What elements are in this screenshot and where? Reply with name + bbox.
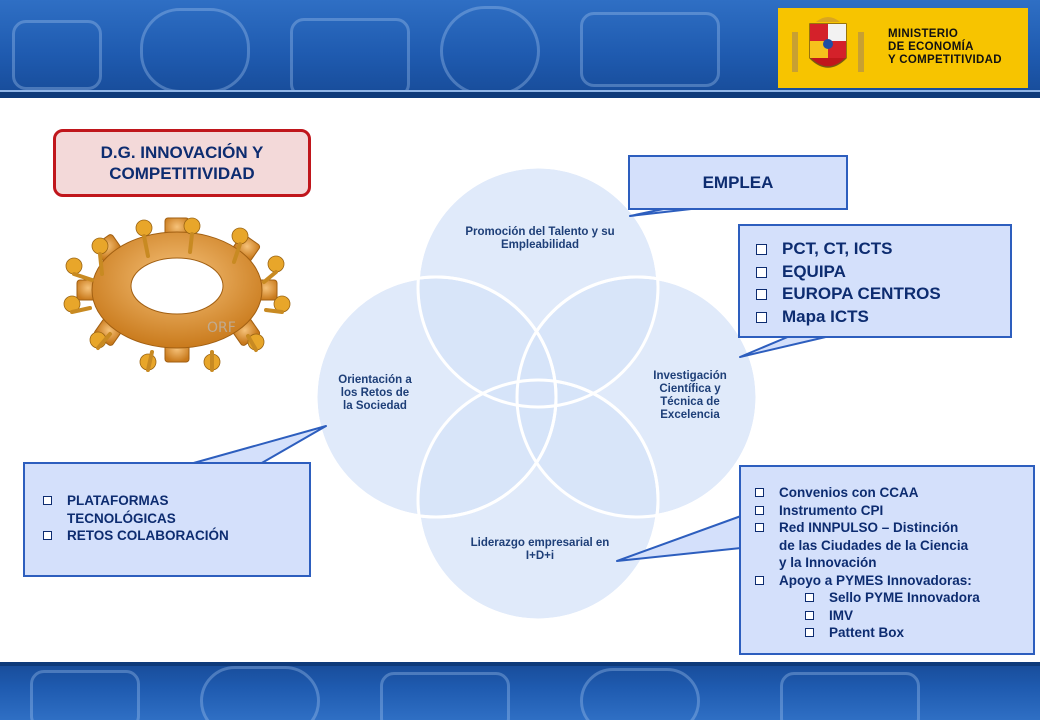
checkbox-bullet-icon bbox=[756, 289, 767, 300]
checkbox-bullet-icon bbox=[805, 593, 814, 602]
ministry-line-3: Y COMPETITIVIDAD bbox=[888, 54, 1002, 66]
checkbox-bullet-icon bbox=[755, 488, 764, 497]
dg-title-line-2: COMPETITIVIDAD bbox=[109, 164, 255, 183]
emplea-callout: EMPLEA bbox=[628, 155, 848, 210]
checkbox-bullet-icon bbox=[756, 266, 767, 278]
crest-decoration bbox=[290, 18, 410, 98]
dg-title-box: D.G. INNOVACIÓN Y COMPETITIVIDAD bbox=[53, 129, 311, 197]
header-banner: MINISTERIO DE ECONOMÍA Y COMPETITIVIDAD bbox=[0, 0, 1040, 98]
checkbox-bullet-icon bbox=[805, 610, 814, 620]
checkbox-bullet-icon bbox=[756, 244, 767, 255]
list-item: RETOS COLABORACIÓN bbox=[39, 527, 309, 545]
coat-of-arms-icon bbox=[792, 17, 864, 72]
list-item: PCT, CT, ICTS bbox=[752, 238, 1010, 261]
venn-diagram bbox=[314, 165, 759, 622]
ministry-line-1: MINISTERIO bbox=[888, 28, 959, 40]
emplea-label: EMPLEA bbox=[702, 172, 774, 192]
list-item: Convenios con CCAA bbox=[751, 484, 1033, 502]
checkbox-bullet-icon bbox=[43, 496, 52, 505]
crest-decoration bbox=[30, 670, 140, 720]
list-item: EQUIPA bbox=[752, 261, 1010, 284]
checkbox-bullet-icon bbox=[755, 575, 764, 585]
crest-decoration bbox=[140, 8, 250, 93]
crest-decoration bbox=[12, 20, 102, 90]
crest-decoration bbox=[580, 668, 700, 720]
crest-decoration bbox=[380, 672, 510, 720]
footer-banner bbox=[0, 662, 1040, 720]
checkbox-bullet-icon bbox=[805, 628, 814, 637]
checkbox-bullet-icon bbox=[756, 311, 767, 323]
list-subitem: Pattent Box bbox=[751, 624, 1033, 642]
svg-text:ORF: ORF bbox=[207, 320, 236, 336]
crest-decoration bbox=[440, 6, 540, 96]
list-item: Apoyo a PYMES Innovadoras: bbox=[751, 572, 1033, 590]
list-subitem: Sello PYME Innovadora bbox=[751, 589, 1033, 607]
ministry-logo: MINISTERIO DE ECONOMÍA Y COMPETITIVIDAD bbox=[778, 8, 1028, 88]
crest-decoration bbox=[200, 666, 320, 720]
list-item: Instrumento CPI bbox=[751, 502, 1033, 520]
list-item: EUROPA CENTROS bbox=[752, 283, 1010, 306]
list-item: Mapa ICTS bbox=[752, 306, 1010, 329]
pct-callout: PCT, CT, ICTS EQUIPA EUROPA CENTROS Mapa… bbox=[738, 224, 1012, 338]
gear-teamwork-icon: ORF bbox=[63, 217, 291, 372]
list-subitem: IMV bbox=[751, 607, 1033, 625]
checkbox-bullet-icon bbox=[755, 523, 764, 532]
dg-title-line-1: D.G. INNOVACIÓN Y bbox=[100, 143, 264, 162]
ministry-line-2: DE ECONOMÍA bbox=[888, 41, 974, 53]
crest-decoration bbox=[780, 672, 920, 720]
crest-decoration bbox=[580, 12, 720, 87]
convenios-callout: Convenios con CCAA Instrumento CPI Red I… bbox=[739, 465, 1035, 655]
checkbox-bullet-icon bbox=[755, 505, 764, 515]
checkbox-bullet-icon bbox=[43, 531, 52, 540]
